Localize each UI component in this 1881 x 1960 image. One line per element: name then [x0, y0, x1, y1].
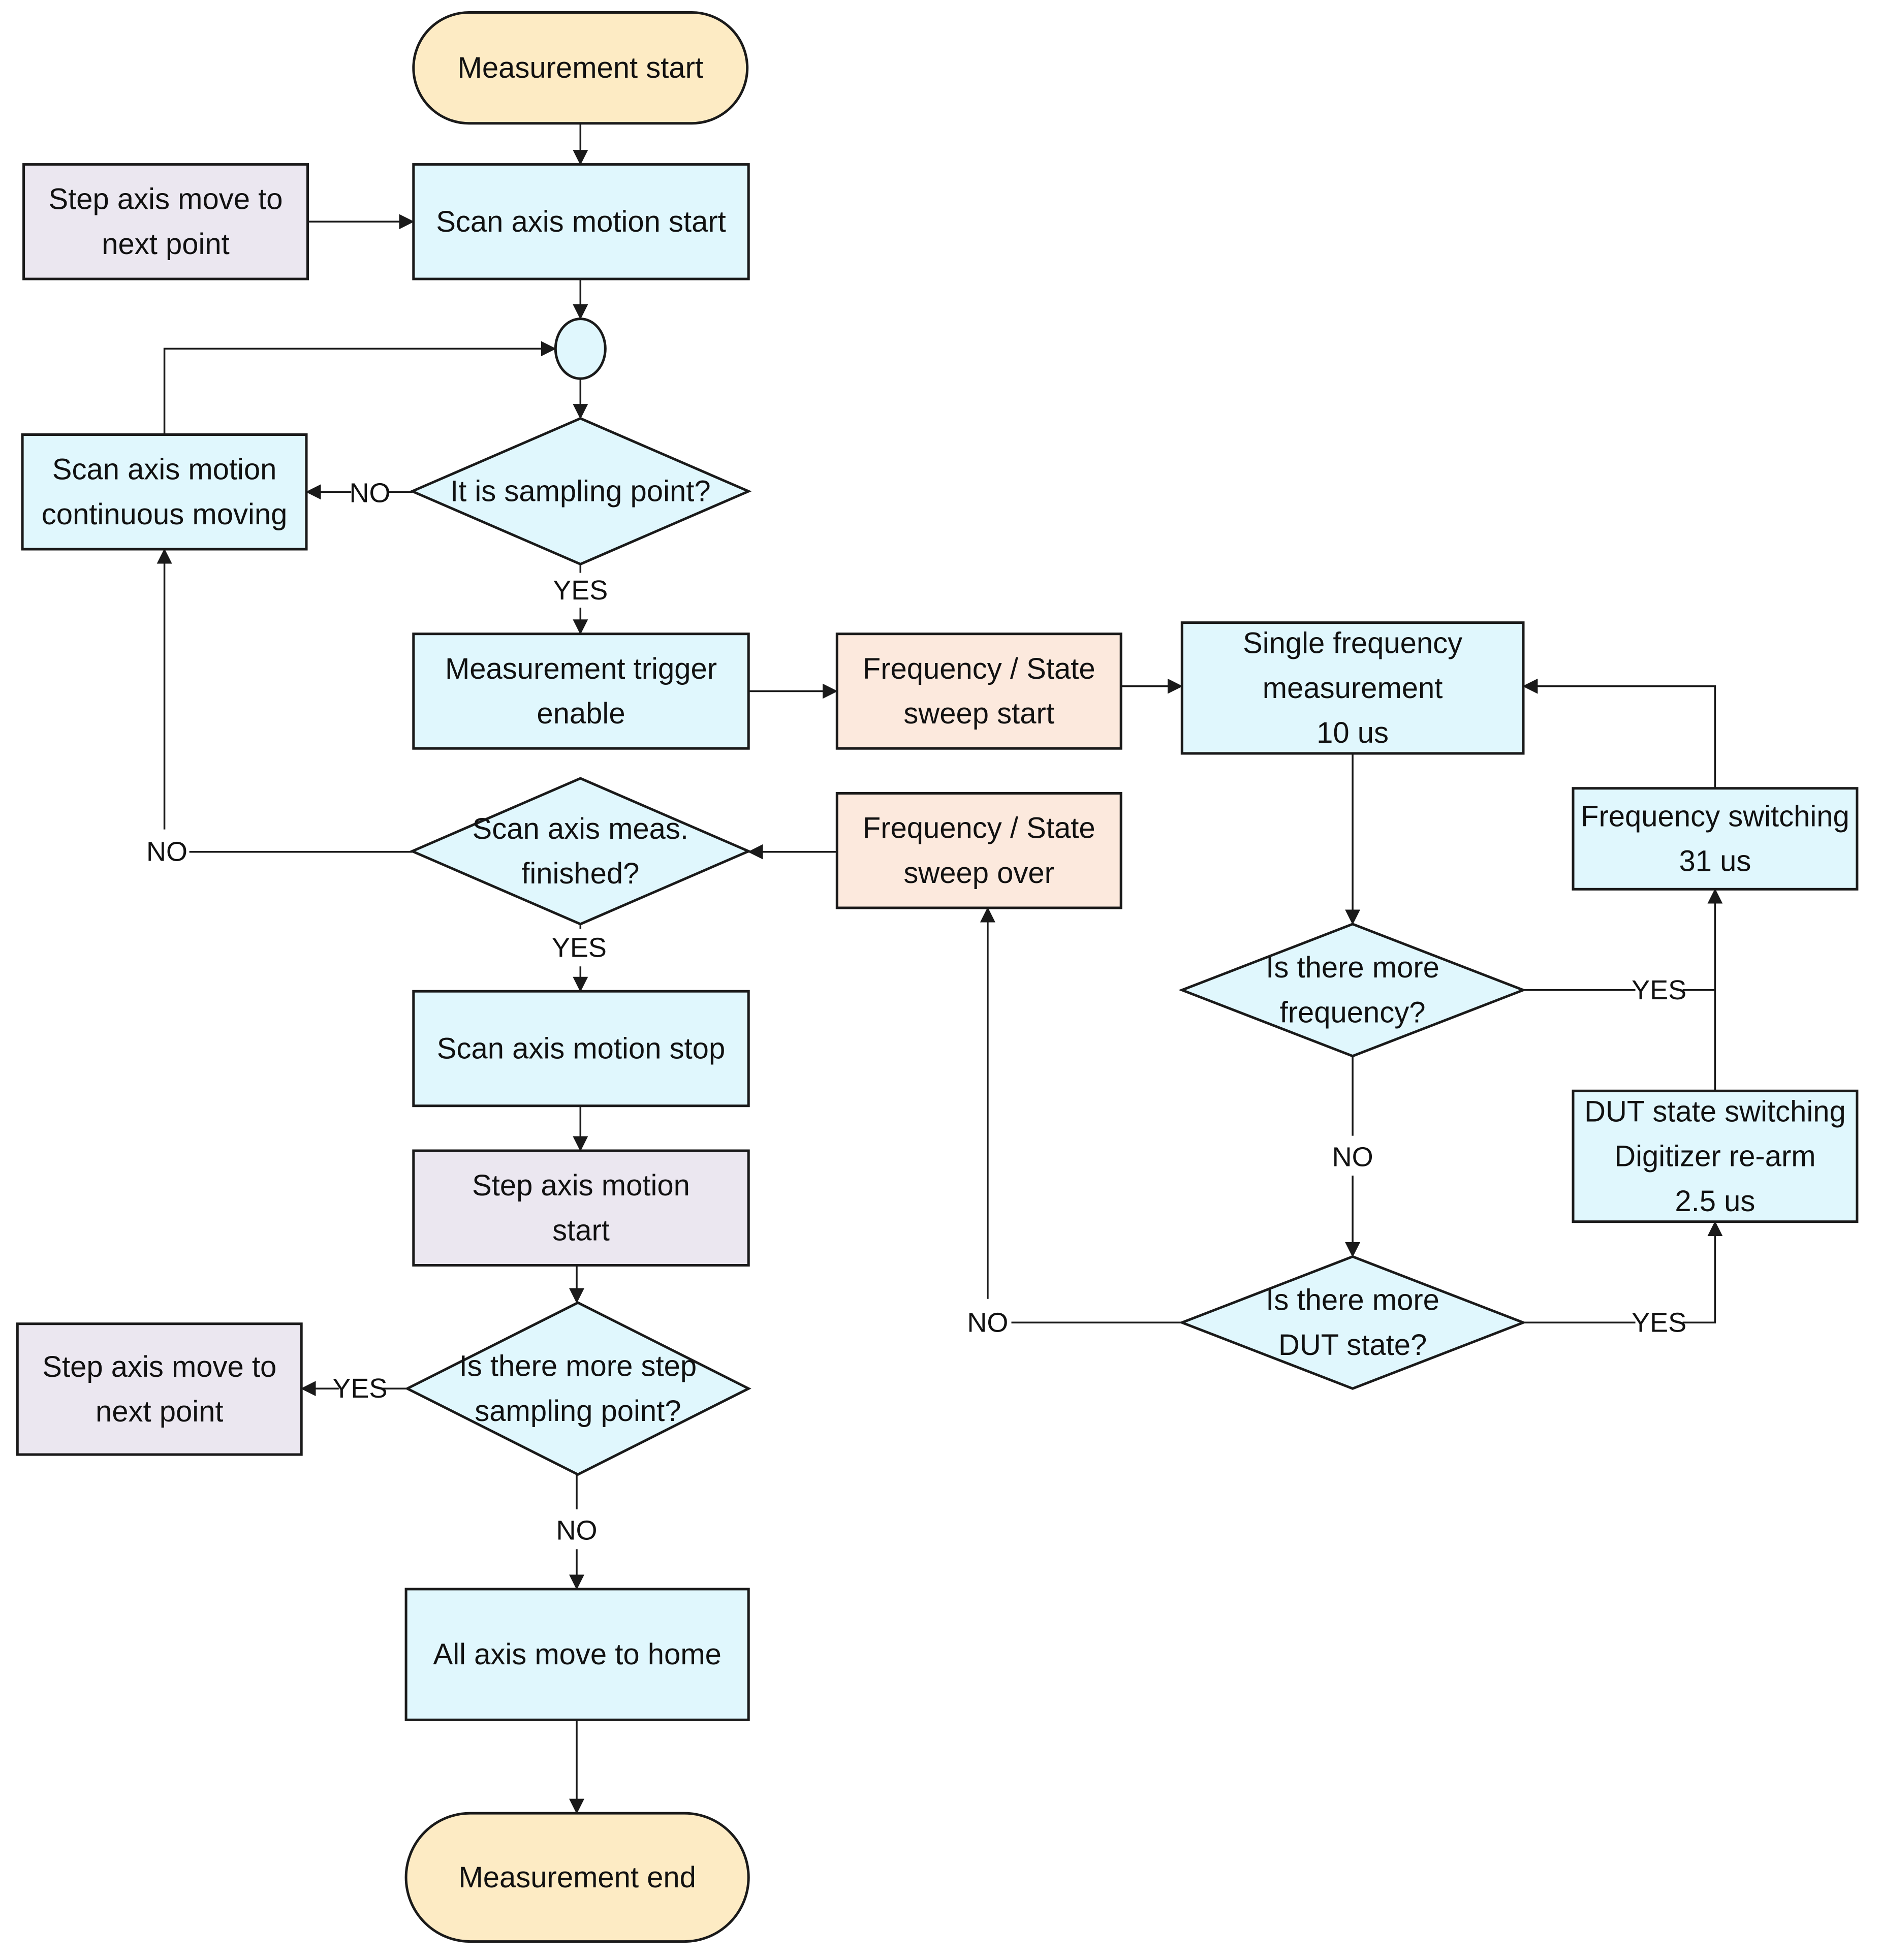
- label-single-freq-meas-line1: Single frequency: [1243, 627, 1462, 660]
- flow-continuous-to-connector: [163, 341, 556, 435]
- label-sweep-start-line2: sweep start: [903, 697, 1054, 730]
- node-scan-axis-continuous: [21, 433, 308, 551]
- edge-label-no-more-step: NO: [556, 1515, 598, 1546]
- decision-scan-meas-finished: [409, 777, 752, 926]
- label-measurement-trigger-line2: enable: [537, 697, 625, 730]
- edge-label-no-more-dut: NO: [967, 1307, 1008, 1338]
- edge-label-yes-finished: YES: [552, 932, 607, 963]
- label-scan-axis-continuous-line1: Scan axis motion: [52, 453, 277, 486]
- label-single-freq-meas-line2: measurement: [1263, 672, 1443, 705]
- label-scan-axis-continuous-line2: continuous moving: [42, 498, 288, 531]
- edge-label-yes-sampling: YES: [553, 575, 608, 606]
- edge-label-yes-more-freq: YES: [1632, 975, 1686, 1005]
- edge-label-no-more-freq: NO: [1332, 1142, 1373, 1172]
- label-more-frequency-line1: Is there more: [1266, 951, 1439, 984]
- label-scan-axis-motion-start: Scan axis motion start: [436, 205, 726, 238]
- node-frequency-switching: [1572, 787, 1859, 891]
- edge-label-no-sampling: NO: [350, 478, 391, 509]
- label-scan-axis-stop: Scan axis motion stop: [437, 1032, 725, 1065]
- flow-freq-switch-to-single: [1522, 678, 1716, 788]
- edge-label-yes-more-step: YES: [332, 1373, 387, 1404]
- label-more-step-point-line2: sampling point?: [475, 1395, 681, 1428]
- label-more-frequency-line2: frequency?: [1280, 996, 1426, 1029]
- label-dut-switching-line3: 2.5 us: [1675, 1185, 1755, 1218]
- label-is-sampling-point: It is sampling point?: [450, 475, 711, 508]
- label-step-axis-move-bottom-line2: next point: [96, 1395, 224, 1428]
- decision-more-dut-state: [1178, 1255, 1527, 1390]
- label-sweep-start-line1: Frequency / State: [863, 652, 1095, 685]
- label-scan-meas-finished-line1: Scan axis meas.: [473, 812, 689, 845]
- label-step-axis-start-line1: Step axis motion: [472, 1169, 690, 1202]
- label-measurement-end: Measurement end: [458, 1861, 696, 1894]
- label-more-dut-state-line2: DUT state?: [1278, 1329, 1427, 1362]
- label-sweep-over-line2: sweep over: [903, 857, 1054, 890]
- decision-more-frequency: [1178, 923, 1527, 1058]
- label-all-axis-home: All axis move to home: [433, 1638, 722, 1671]
- label-more-step-point-line1: Is there more step: [459, 1350, 697, 1383]
- node-scan-axis-motion-start: [412, 163, 750, 280]
- node-step-axis-move-top: [22, 163, 309, 280]
- flow-more-dut-yes-b: [1682, 1221, 1723, 1324]
- label-single-freq-meas-line3: 10 us: [1316, 716, 1389, 749]
- node-sweep-start: [835, 633, 1122, 750]
- edge-label-no-finished: NO: [146, 837, 187, 867]
- node-sweep-over: [835, 792, 1122, 909]
- node-scan-axis-stop: [412, 990, 750, 1108]
- label-step-axis-move-top-line1: Step axis move to: [49, 183, 283, 216]
- connector-node: [554, 318, 607, 380]
- label-measurement-start: Measurement start: [458, 51, 704, 84]
- node-all-axis-home: [404, 1588, 750, 1721]
- label-sweep-over-line1: Frequency / State: [863, 812, 1095, 845]
- decision-more-step-point: [404, 1301, 751, 1476]
- label-frequency-switching-line2: 31 us: [1679, 845, 1751, 878]
- label-scan-meas-finished-line2: finished?: [521, 857, 639, 890]
- node-step-axis-start: [412, 1149, 750, 1267]
- label-step-axis-move-top-line2: next point: [102, 228, 230, 261]
- label-dut-switching-line1: DUT state switching: [1584, 1095, 1846, 1128]
- label-step-axis-move-bottom-line1: Step axis move to: [42, 1350, 276, 1383]
- label-dut-switching-line2: Digitizer re-arm: [1614, 1140, 1815, 1173]
- node-step-axis-move-bottom: [16, 1322, 303, 1456]
- label-frequency-switching-line1: Frequency switching: [1581, 800, 1849, 833]
- label-more-dut-state-line1: Is there more: [1266, 1284, 1439, 1317]
- label-step-axis-start-line2: start: [552, 1214, 610, 1247]
- edge-label-yes-more-dut: YES: [1632, 1307, 1686, 1338]
- node-dut-switching: [1572, 1089, 1859, 1223]
- node-measurement-trigger: [412, 633, 750, 750]
- label-measurement-trigger-line1: Measurement trigger: [445, 652, 717, 685]
